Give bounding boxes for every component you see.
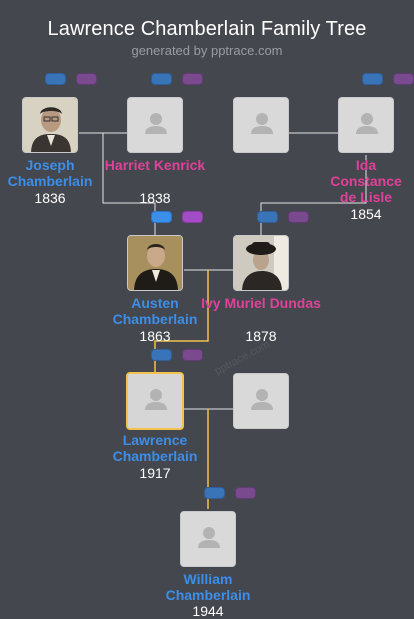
person-card-lawrence-chamberlain[interactable] xyxy=(126,372,184,430)
person-silhouette-icon xyxy=(251,389,273,410)
person-name[interactable]: Ivy Muriel Dundas xyxy=(201,295,321,311)
expand-spouse-button[interactable] xyxy=(393,73,414,85)
expand-parents-button[interactable] xyxy=(45,73,66,85)
person-name[interactable]: Austen Chamberlain xyxy=(112,295,198,327)
portrait-photo xyxy=(234,236,288,290)
person-name[interactable]: Lawrence Chamberlain xyxy=(112,432,198,464)
expand-spouse-button[interactable] xyxy=(182,211,203,223)
person-name[interactable]: Harriet Kenrick xyxy=(104,157,206,173)
person-year: 1863 xyxy=(139,328,171,344)
expand-parents-button[interactable] xyxy=(151,349,172,361)
expand-spouse-button[interactable] xyxy=(182,349,203,361)
person-card-harriet-kenrick[interactable] xyxy=(127,97,183,153)
page-title: Lawrence Chamberlain Family Tree xyxy=(47,18,367,40)
expand-parents-button[interactable] xyxy=(257,211,278,223)
person-card-spouse[interactable] xyxy=(233,373,289,429)
person-silhouette-icon xyxy=(251,113,273,134)
person-silhouette-icon xyxy=(198,527,220,548)
page-subtitle: generated by pptrace.com xyxy=(131,43,283,58)
person-year: 1917 xyxy=(139,465,171,481)
portrait-photo xyxy=(128,236,182,290)
person-name[interactable]: William Chamberlain xyxy=(165,571,251,603)
expand-parents-button[interactable] xyxy=(151,73,172,85)
person-year: 1838 xyxy=(139,190,171,206)
expand-spouse-button[interactable] xyxy=(235,487,256,499)
person-year: 1878 xyxy=(245,328,277,344)
person-name[interactable]: Joseph Chamberlain xyxy=(7,157,93,189)
person-year: 1854 xyxy=(350,206,382,222)
person-silhouette-icon xyxy=(145,389,167,410)
expand-spouse-button[interactable] xyxy=(76,73,97,85)
person-silhouette-icon xyxy=(145,113,167,134)
expand-parents-button[interactable] xyxy=(151,211,172,223)
portrait-photo xyxy=(23,98,77,152)
person-card-austen-chamberlain[interactable] xyxy=(127,235,183,291)
person-card-ida-constance-de-lisle[interactable] xyxy=(338,97,394,153)
expand-spouse-button[interactable] xyxy=(182,73,203,85)
person-year: 1944 xyxy=(192,603,224,619)
person-name[interactable]: Ida Constance de Lisle xyxy=(330,157,402,205)
expand-spouse-button[interactable] xyxy=(288,211,309,223)
expand-parents-button[interactable] xyxy=(204,487,225,499)
person-silhouette-icon xyxy=(356,113,378,134)
expand-parents-button[interactable] xyxy=(362,73,383,85)
person-card-ivy-muriel-dundas[interactable] xyxy=(233,235,289,291)
person-card-joseph-chamberlain[interactable] xyxy=(22,97,78,153)
person-card-unknown[interactable] xyxy=(233,97,289,153)
person-card-william-chamberlain[interactable] xyxy=(180,511,236,567)
person-year: 1836 xyxy=(34,190,66,206)
